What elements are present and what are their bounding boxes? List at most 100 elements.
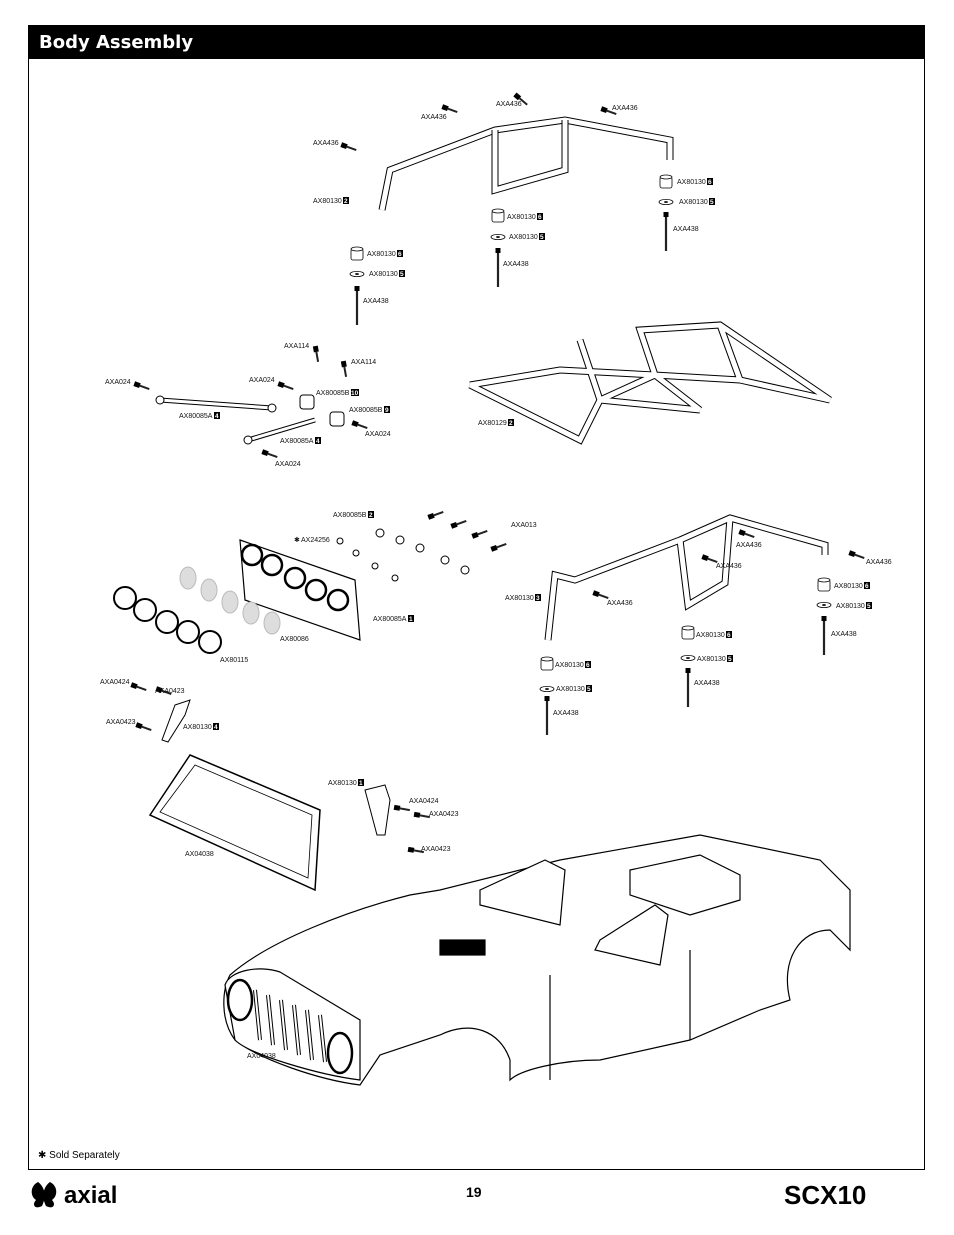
asterisk-icon: ✱ xyxy=(38,1150,47,1161)
label-ax24256: AX24256 xyxy=(301,537,330,544)
sub-5: 5 xyxy=(728,656,732,663)
sub-6: 6 xyxy=(586,662,590,669)
note-text: Sold Separately xyxy=(49,1150,120,1161)
axial-logo: axial xyxy=(31,1182,117,1209)
sub-4: 4 xyxy=(214,724,218,731)
label-ax80130: AX80130 xyxy=(183,724,212,731)
label-axa024: AXA024 xyxy=(249,377,275,384)
page-number: 19 xyxy=(466,1184,482,1200)
sub-4: 4 xyxy=(316,438,320,445)
label-axa436: AXA436 xyxy=(607,600,633,607)
label-ax80130: AX80130 xyxy=(836,603,865,610)
label-ax80085b: AX80085B xyxy=(349,407,383,414)
label-ax80130: AX80130 xyxy=(697,656,726,663)
light-hardware xyxy=(336,509,508,582)
sub-2: 2 xyxy=(369,512,373,519)
bracket-labels: AXA0424 AXA0423 AXA0423 AX80130 4 AX8013… xyxy=(100,679,459,853)
label-ax80130: AX80130 xyxy=(555,662,584,669)
sub-5: 5 xyxy=(710,199,714,206)
label-axa0423: AXA0423 xyxy=(106,719,136,726)
sub-10: 10 xyxy=(351,390,359,397)
sub-1: 1 xyxy=(359,780,363,787)
label-axa436: AXA436 xyxy=(736,542,762,549)
sub-1: 1 xyxy=(409,616,413,623)
label-ax80086: AX80086 xyxy=(280,636,309,643)
sub-5: 5 xyxy=(540,234,544,241)
brackets xyxy=(130,682,431,855)
label-axa024: AXA024 xyxy=(275,461,301,468)
label-axa114: AXA114 xyxy=(351,359,376,366)
label-ax80085a: AX80085A xyxy=(179,413,213,420)
label-axa436: AXA436 xyxy=(866,559,892,566)
sold-separately-note: ✱ Sold Separately xyxy=(38,1150,120,1161)
sub-5: 5 xyxy=(867,603,871,610)
sub-6: 6 xyxy=(708,179,712,186)
light-lenses xyxy=(179,566,281,635)
top-roll-cage xyxy=(378,116,674,211)
label-ax80130: AX80130 xyxy=(677,179,706,186)
sub-4: 4 xyxy=(215,413,219,420)
link-labels: AXA114 AXA114 AXA024 AXA024 AX80085B 10 … xyxy=(105,343,391,468)
label-ax80115: AX80115 xyxy=(220,657,248,664)
label-ax80129: AX80129 xyxy=(478,420,507,427)
label-ax80130: AX80130 xyxy=(556,686,585,693)
label-ax80130: AX80130 xyxy=(328,780,357,787)
axial-wordmark: axial xyxy=(64,1182,117,1209)
label-ax80130: AX80130 xyxy=(507,214,536,221)
label-ax04038: AX04038 xyxy=(185,851,214,858)
side-roll-cage xyxy=(544,514,829,641)
sub-9: 9 xyxy=(385,407,389,414)
body-shell xyxy=(223,834,851,1086)
label-ax80130: AX80130 xyxy=(679,199,708,206)
label-ax80130: AX80130 xyxy=(696,632,725,639)
page-frame: Body Assembly xyxy=(28,25,925,1170)
sub-5: 5 xyxy=(400,271,404,278)
light-bar xyxy=(239,539,361,641)
label-ax80130: AX80130 xyxy=(367,251,396,258)
section-header: Body Assembly xyxy=(29,26,924,59)
label-axa0423: AXA0423 xyxy=(421,846,451,853)
label-ax80085a: AX80085A xyxy=(373,616,407,623)
label-axa438: AXA438 xyxy=(673,226,699,233)
label-axa436: AXA436 xyxy=(421,114,447,121)
scx10-wordmark: SCX10 xyxy=(784,1180,866,1210)
sub-5: 5 xyxy=(587,686,591,693)
top-cage-labels: AXA436 AXA436 AXA436 AXA436 AX80130 2 AX… xyxy=(313,101,715,305)
label-axa0424: AXA0424 xyxy=(100,679,130,686)
side-cage-labels: AXA436 AXA436 AXA436 AXA436 AX80130 3 AX… xyxy=(505,542,892,717)
label-axa438: AXA438 xyxy=(831,631,857,638)
sub-3: 3 xyxy=(536,595,540,602)
label-ax80085b: AX80085B xyxy=(316,390,350,397)
label-axa438: AXA438 xyxy=(363,298,389,305)
label-axa013: AXA013 xyxy=(511,522,537,529)
label-ax80130: AX80130 xyxy=(505,595,534,602)
label-ax80130: AX80130 xyxy=(313,198,342,205)
sub-2: 2 xyxy=(509,420,513,427)
rear-roll-cage xyxy=(468,321,832,445)
label-axa436: AXA436 xyxy=(313,140,339,147)
label-ax80130: AX80130 xyxy=(369,271,398,278)
scx10-logo: SCX10 xyxy=(784,1180,866,1210)
link-parts xyxy=(133,345,369,460)
label-axa438: AXA438 xyxy=(694,680,720,687)
sub-6: 6 xyxy=(398,251,402,258)
label-axa436: AXA436 xyxy=(716,563,742,570)
label-ax80085b: AX80085B xyxy=(333,512,367,519)
label-axa0423: AXA0423 xyxy=(155,688,185,695)
label-axa438: AXA438 xyxy=(553,710,579,717)
label-axa0423: AXA0423 xyxy=(429,811,459,818)
light-covers xyxy=(113,586,222,654)
label-ax04038: AX04038 xyxy=(247,1053,276,1060)
label-axa436: AXA436 xyxy=(496,101,522,108)
sub-6: 6 xyxy=(865,583,869,590)
label-ax80130: AX80130 xyxy=(509,234,538,241)
label-axa438: AXA438 xyxy=(503,261,529,268)
label-axa024: AXA024 xyxy=(365,431,391,438)
sold-separately-mark: ✱ xyxy=(294,536,300,544)
windshield xyxy=(148,754,321,892)
label-axa114: AXA114 xyxy=(284,343,309,350)
label-axa0424: AXA0424 xyxy=(409,798,439,805)
label-axa024: AXA024 xyxy=(105,379,131,386)
sub-6: 6 xyxy=(727,632,731,639)
